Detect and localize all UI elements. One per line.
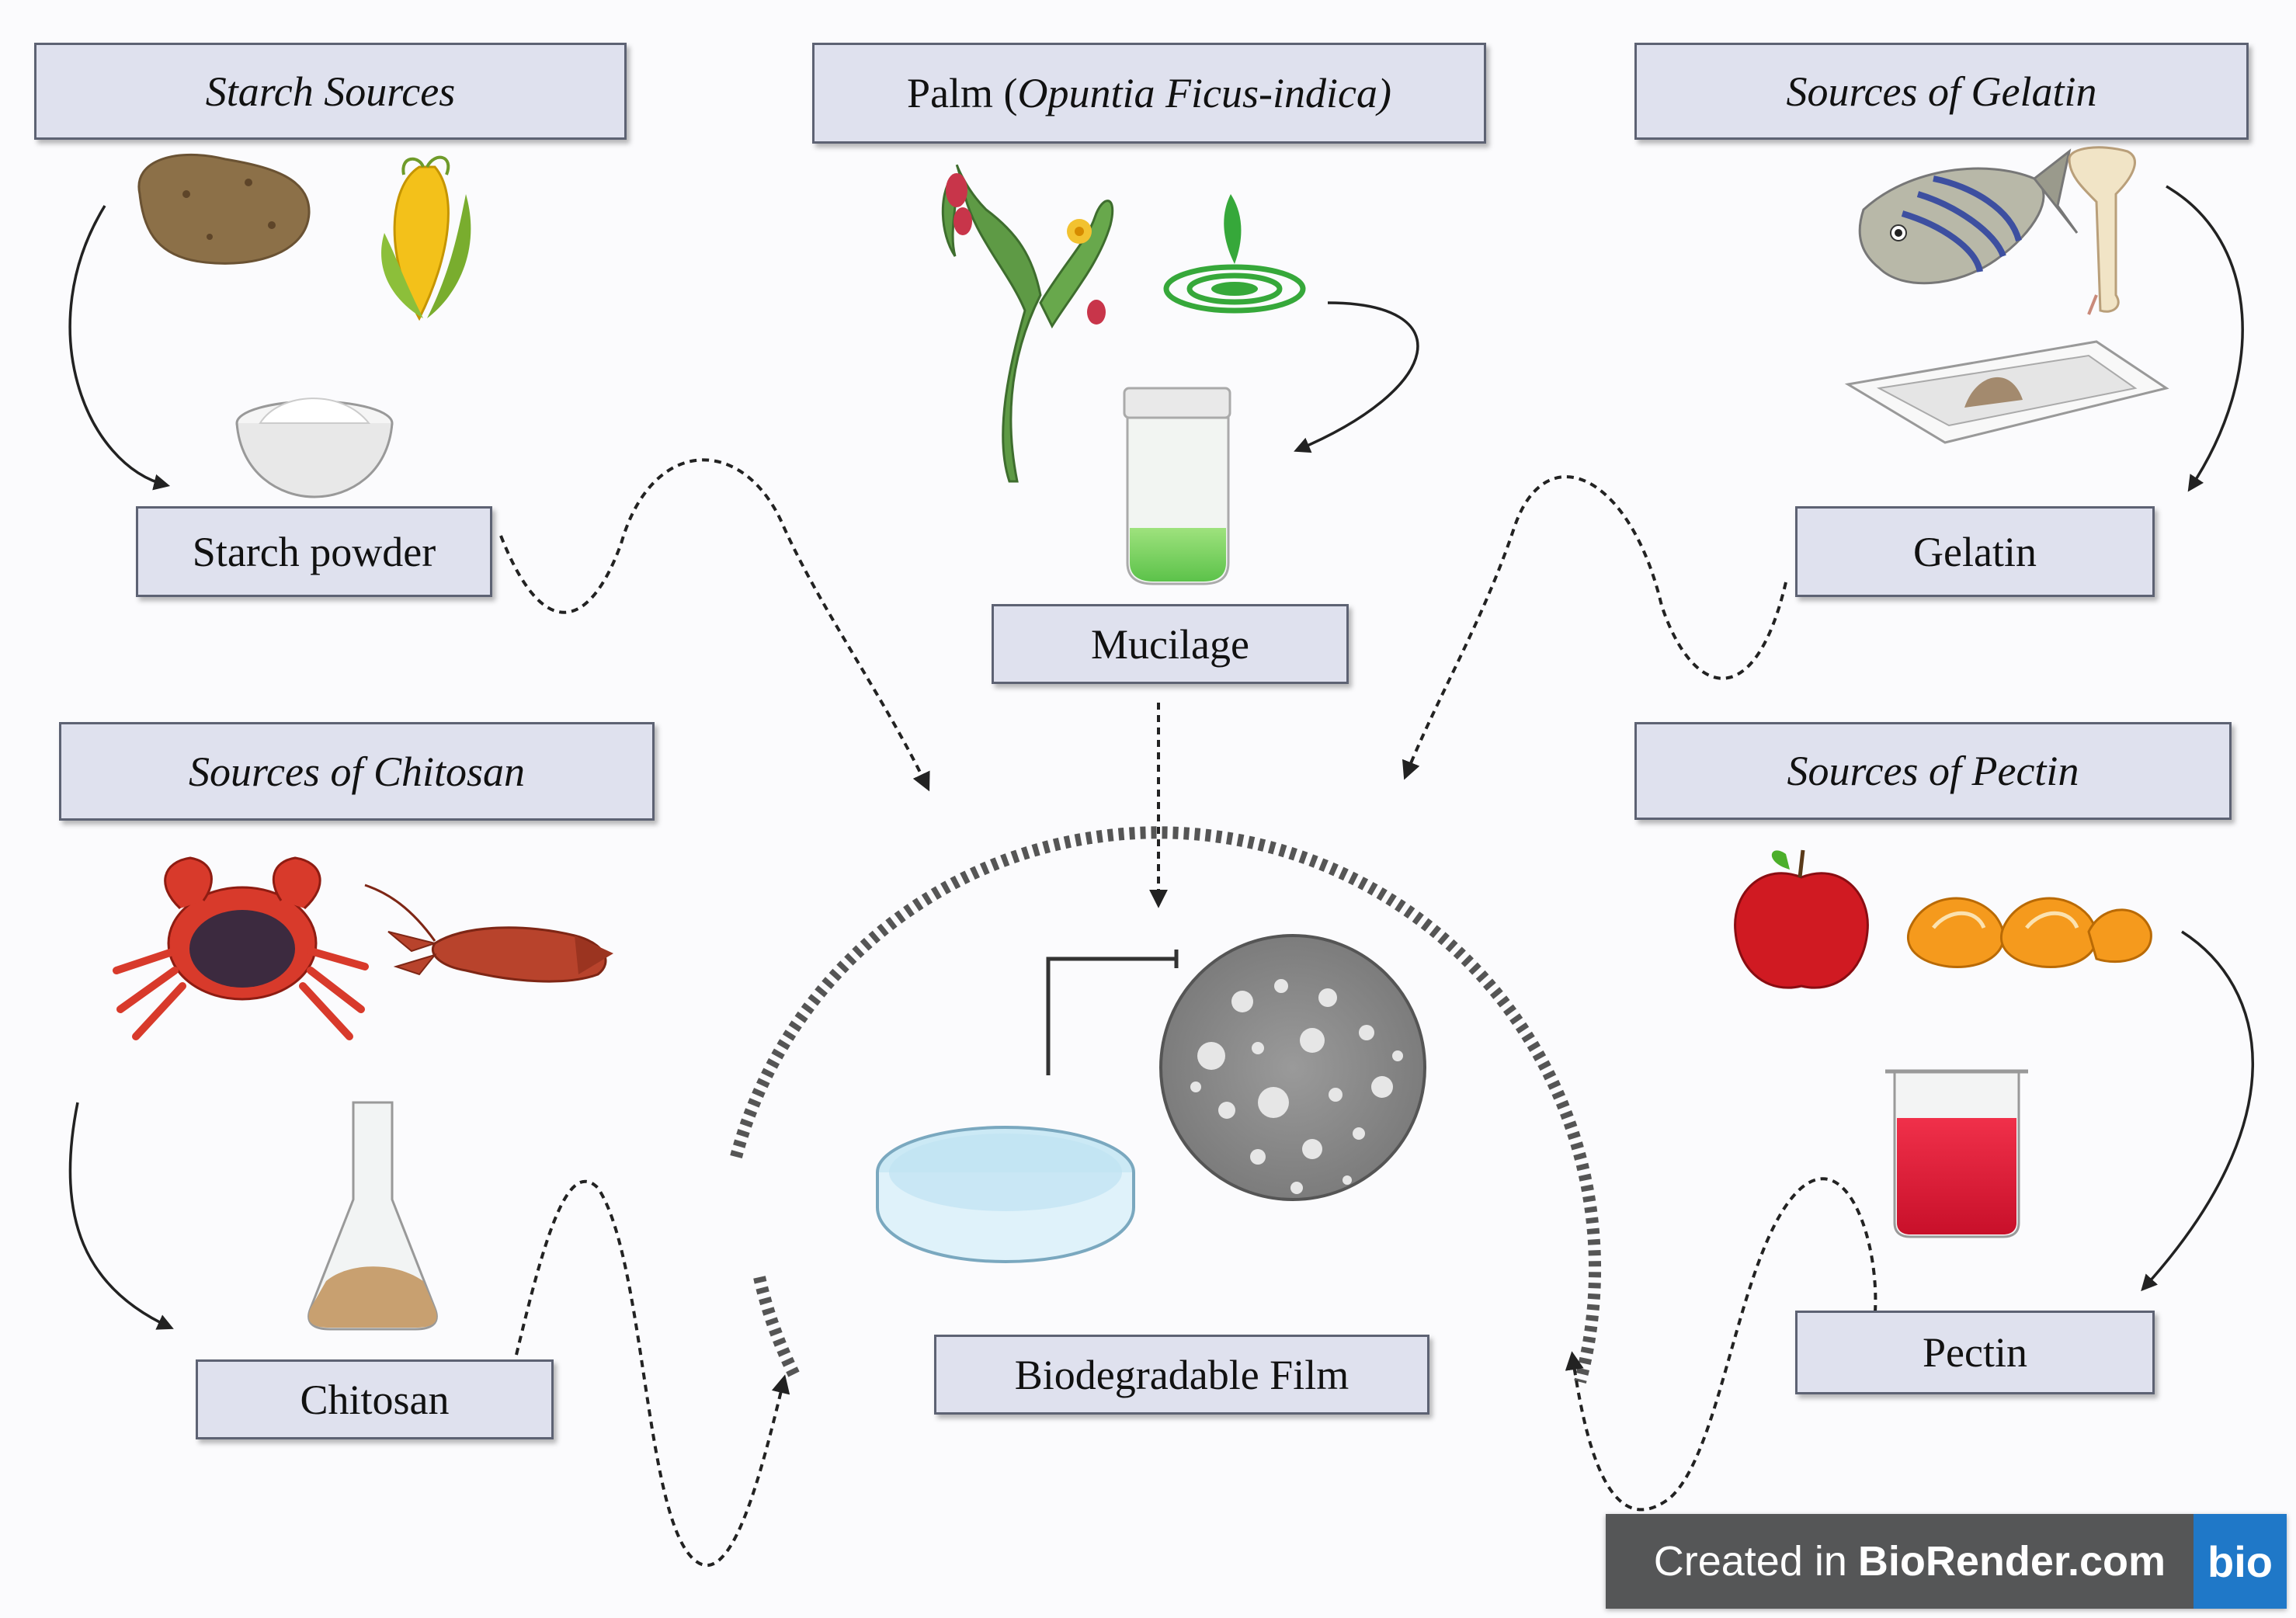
orange-peel-icon [1907,897,2152,969]
label-pectin-sources: Sources of Pectin [1634,722,2232,820]
film-dashed-ring [730,826,1601,1384]
gelatin-to-product-arrow [2166,185,2244,492]
crab-icon [113,856,369,1040]
gelatin-to-film-arrow [1402,475,1787,780]
label-palm-species: Opuntia Ficus-indica) [1017,70,1391,116]
potato-icon [137,153,311,265]
film-bracket-connector [1046,950,1179,1075]
label-palm-prefix: Palm ( [907,70,1018,116]
cactus-icon [941,163,1114,483]
label-biodegradable-film: Biodegradable Film [934,1335,1429,1415]
label-gelatin-sources: Sources of Gelatin [1634,43,2249,140]
badge-brand: BioRender.com [1857,1538,2166,1585]
label-chitosan-sources: Sources of Chitosan [59,722,655,821]
crayfish-icon [364,884,613,983]
starch-to-powder-arrow [68,205,171,491]
mucilage-drop-icon [1163,194,1306,314]
chitosan-to-product-arrow [68,1102,174,1330]
fish-icon [1858,148,2079,285]
mucilage-jar-icon [1123,387,1231,585]
corn-icon [381,155,471,321]
chitosan-to-film-arrow [515,1179,790,1568]
pectin-to-product-arrow [2141,930,2254,1292]
film-micrograph-icon [1159,934,1426,1201]
pectin-to-film-arrow [1565,1177,1877,1512]
label-palm: Palm (Opuntia Ficus-indica) [812,43,1486,144]
chitosan-flask-icon [307,1101,438,1331]
label-gelatin: Gelatin [1795,506,2155,597]
powder-bowl-icon [235,398,394,498]
mucilage-drop-to-jar-arrow [1294,301,1419,453]
petri-dish-icon [876,1126,1135,1264]
gelatin-tray-icon [1844,340,2169,444]
label-chitosan: Chitosan [196,1359,554,1439]
biorender-logo-icon: bio [2194,1514,2287,1609]
label-starch-powder: Starch powder [136,506,492,597]
label-starch-sources: Starch Sources [34,43,627,140]
bone-icon [2068,146,2136,315]
badge-created-in: Created in [1653,1538,1847,1585]
pectin-beaker-icon [1885,1069,2028,1238]
label-mucilage: Mucilage [992,604,1349,684]
label-pectin: Pectin [1795,1311,2155,1394]
apple-icon [1734,849,1869,989]
starch-to-film-arrow [499,458,930,792]
